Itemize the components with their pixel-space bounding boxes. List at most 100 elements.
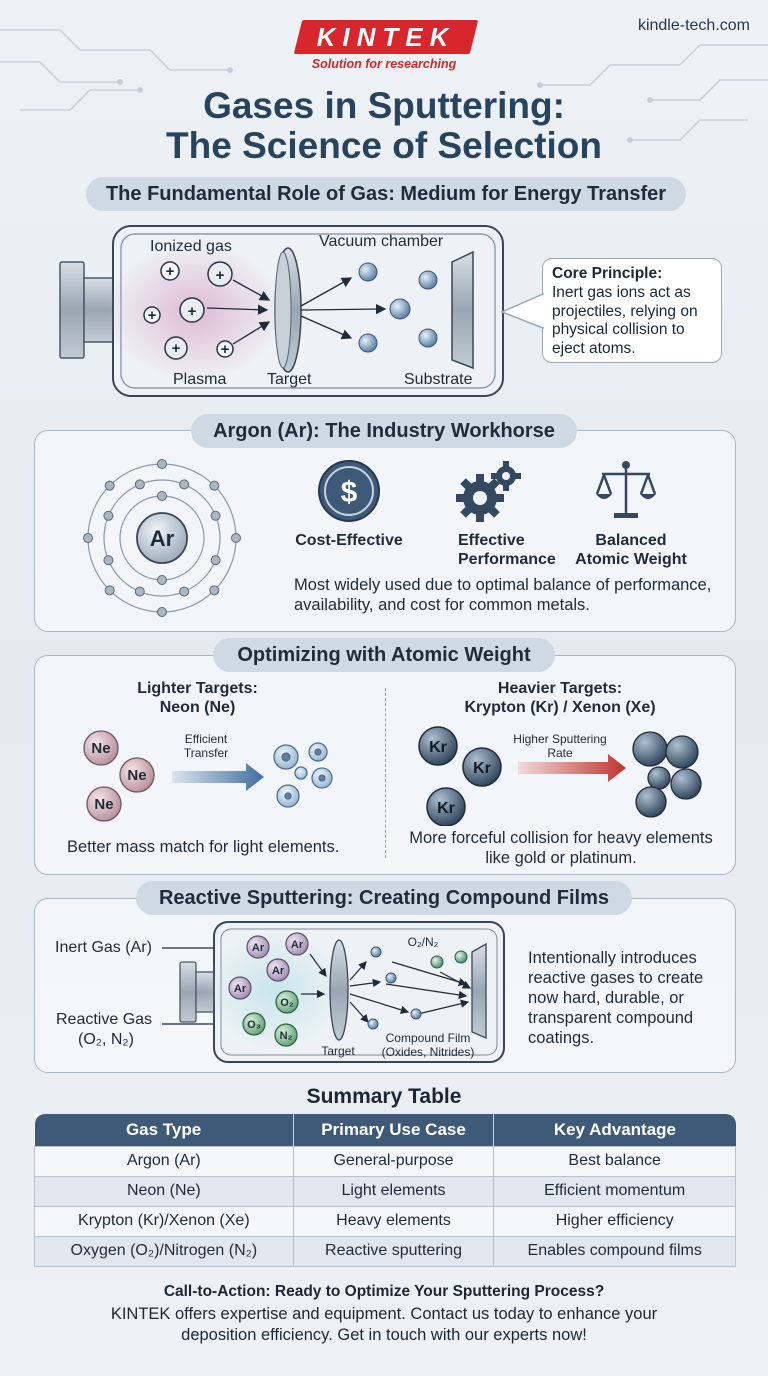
header-primary-use-case: Primary Use Case bbox=[293, 1114, 495, 1146]
page-title-line1: Gases in Sputtering: bbox=[203, 85, 565, 126]
table-row: Oxygen (O₂)/Nitrogen (N₂) Reactive sputt… bbox=[34, 1235, 736, 1267]
light-description: Better mass match for light elements. bbox=[67, 838, 340, 856]
header-key-advantage: Key Advantage bbox=[493, 1114, 736, 1146]
substrate-label: Substrate bbox=[404, 371, 473, 388]
n2-symbol: N₂ bbox=[280, 1030, 293, 1042]
electron bbox=[157, 491, 167, 501]
vacuum-chamber-label: Vacuum chamber bbox=[319, 233, 444, 250]
ar-symbol-3: Ar bbox=[272, 965, 285, 977]
ionized-gas-label: Ionized gas bbox=[150, 238, 232, 255]
table-cell: Higher efficiency bbox=[493, 1205, 736, 1237]
electron bbox=[104, 480, 115, 491]
electron bbox=[179, 586, 190, 597]
callout-title: Core Principle: bbox=[552, 265, 663, 282]
cta-text: KINTEK offers expertise and equipment. C… bbox=[110, 1305, 658, 1344]
gears-icon bbox=[456, 461, 521, 522]
heavy-title-line1: Heavier Targets: bbox=[497, 680, 623, 697]
neon-symbol-1: Ne bbox=[91, 740, 110, 757]
krypton-symbol-2: Kr bbox=[473, 760, 491, 777]
feature-balanced-atomic-weight: Balanced Atomic Weight bbox=[575, 532, 687, 568]
electron bbox=[134, 479, 145, 490]
summary-title: Summary Table bbox=[306, 1085, 462, 1108]
o2-symbol: O₂ bbox=[280, 997, 294, 1009]
electron bbox=[104, 585, 115, 596]
table-cell: Heavy elements bbox=[292, 1205, 495, 1237]
neon-transfer-diagram: Ne Ne Ne bbox=[83, 730, 333, 822]
electron bbox=[157, 459, 167, 469]
section1-heading: The Fundamental Role of Gas: Medium for … bbox=[86, 177, 686, 211]
dollar-coin-icon: $ bbox=[318, 460, 380, 522]
table-cell: Efficient momentum bbox=[493, 1175, 736, 1207]
table-cell: Enables compound films bbox=[493, 1235, 736, 1267]
domain-link[interactable]: kindle-tech.com bbox=[637, 17, 750, 34]
page-title-line2: The Science of Selection bbox=[166, 125, 602, 166]
reactive-description: Intentionally introduces reactive gases … bbox=[528, 949, 704, 1047]
feature-effective-performance: Effective Performance bbox=[458, 532, 556, 568]
section3-divider bbox=[385, 688, 386, 858]
svg-text:+: + bbox=[188, 303, 197, 320]
electron bbox=[134, 586, 145, 597]
neon-symbol-2: Ne bbox=[127, 767, 146, 784]
svg-text:+: + bbox=[172, 340, 181, 357]
callout-text: Inert gas ions act as projectiles, relyi… bbox=[552, 284, 698, 357]
svg-text:+: + bbox=[166, 263, 175, 280]
svg-text:+: + bbox=[221, 341, 230, 358]
svg-text:+: + bbox=[216, 267, 225, 284]
table-row: Neon (Ne) Light elements Efficient momen… bbox=[34, 1175, 736, 1207]
callout-pointer bbox=[500, 292, 544, 330]
table-cell: General-purpose bbox=[292, 1145, 495, 1177]
table-cell: Krypton (Kr)/Xenon (Xe) bbox=[34, 1205, 294, 1237]
electron bbox=[179, 479, 190, 490]
light-title-line2: Neon (Ne) bbox=[159, 699, 236, 716]
inert-gas-label: Inert Gas (Ar) bbox=[55, 939, 152, 956]
section3-heading: Optimizing with Atomic Weight bbox=[213, 638, 555, 672]
electron bbox=[210, 555, 221, 566]
reactive-target-label: Target bbox=[321, 1044, 355, 1058]
reactive-sputtering-diagram: Ar Ar Ar Ar O₂ O₃ N₂ bbox=[162, 921, 505, 1063]
o3-symbol: O₃ bbox=[247, 1019, 261, 1031]
o2n2-label: O₂/N₂ bbox=[407, 935, 439, 949]
table-cell: Reactive sputtering bbox=[292, 1235, 495, 1267]
plasma-label: Plasma bbox=[173, 371, 227, 388]
table-row: Krypton (Kr)/Xenon (Xe) Heavy elements H… bbox=[34, 1205, 736, 1237]
efficient-transfer-label: Efficient Transfer bbox=[183, 732, 229, 760]
electron bbox=[157, 575, 167, 585]
logo-tagline: Solution for researching bbox=[311, 57, 457, 71]
table-cell: Argon (Ar) bbox=[34, 1145, 294, 1177]
reactive-gas-label-line1: Reactive Gas bbox=[56, 1011, 153, 1028]
argon-description: Most widely used due to optimal balance … bbox=[294, 576, 712, 614]
svg-text:+: + bbox=[148, 307, 157, 324]
balance-scale-icon bbox=[595, 461, 657, 518]
electron bbox=[103, 510, 114, 521]
core-principle-callout: Core Principle: Inert gas ions act as pr… bbox=[542, 258, 722, 363]
logo: KINTEK bbox=[316, 22, 456, 52]
sputtering-chamber-diagram: + + + + + + bbox=[59, 225, 504, 397]
krypton-symbol-1: Kr bbox=[429, 739, 447, 756]
electron bbox=[210, 510, 221, 521]
ar-symbol-2: Ar bbox=[291, 939, 304, 951]
electron bbox=[157, 607, 167, 617]
krypton-symbol-3: Kr bbox=[437, 800, 455, 817]
heavy-title-line2: Krypton (Kr) / Xenon (Xe) bbox=[464, 699, 656, 716]
section2-heading: Argon (Ar): The Industry Workhorse bbox=[191, 414, 577, 448]
circuit-decoration bbox=[0, 29, 768, 143]
cta-title: Call-to-Action: Ready to Optimize Your S… bbox=[163, 1283, 605, 1300]
table-row: Argon (Ar) General-purpose Best balance bbox=[34, 1145, 736, 1177]
heavy-description: More forceful collision for heavy elemen… bbox=[409, 829, 713, 867]
table-cell: Best balance bbox=[493, 1145, 736, 1177]
compound-film-label-line2: (Oxides, Nitrides) bbox=[381, 1045, 475, 1059]
section4-heading: Reactive Sputtering: Creating Compound F… bbox=[136, 881, 632, 915]
reactive-gas-label-line2: (O₂, N₂) bbox=[78, 1031, 134, 1048]
table-cell: Neon (Ne) bbox=[34, 1175, 294, 1207]
compound-film-label-line1: Compound Film bbox=[385, 1031, 471, 1045]
target-label: Target bbox=[267, 371, 312, 388]
argon-symbol: Ar bbox=[150, 526, 175, 551]
summary-table: Gas Type Primary Use Case Key Advantage … bbox=[34, 1114, 736, 1267]
table-cell: Oxygen (O₂)/Nitrogen (N₂) bbox=[34, 1235, 294, 1267]
electron bbox=[209, 480, 220, 491]
header-gas-type: Gas Type bbox=[34, 1114, 294, 1146]
electron bbox=[231, 533, 241, 543]
electron bbox=[83, 533, 93, 543]
electron bbox=[209, 585, 220, 596]
svg-text:$: $ bbox=[341, 476, 358, 509]
